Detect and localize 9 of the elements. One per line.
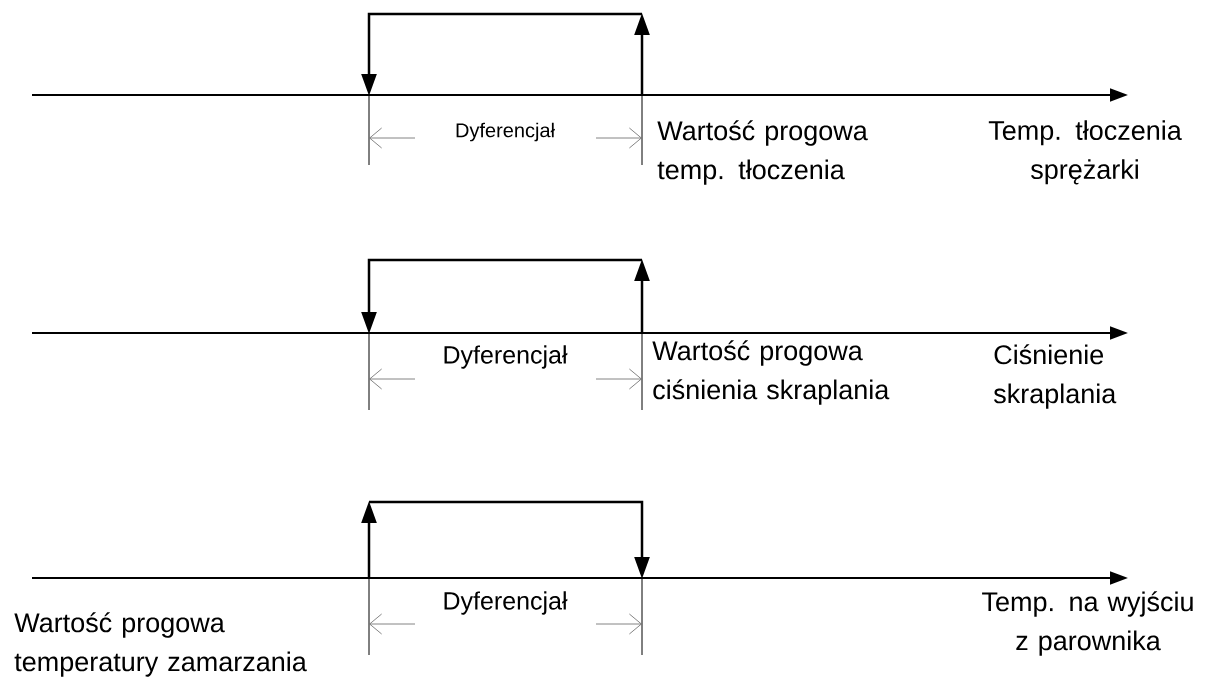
threshold-label: Wartość progowa ciśnienia skraplania [652,340,890,405]
axis-label: Temp. na wyjściu z parownika [982,591,1193,656]
dimension-label: Dyferencjał [444,591,568,615]
dimension-label: Dyferencjał [444,345,568,369]
axis-label: Ciśnienie skraplania [993,344,1117,409]
dimension-label: Dyferencjał [456,122,555,142]
threshold-label: Wartość progowa temperatury zamarzania [14,612,307,677]
threshold-label: Wartość progowa temp. tłoczenia [657,120,868,185]
axis-label: Temp. tłoczenia sprężarki [988,120,1182,185]
